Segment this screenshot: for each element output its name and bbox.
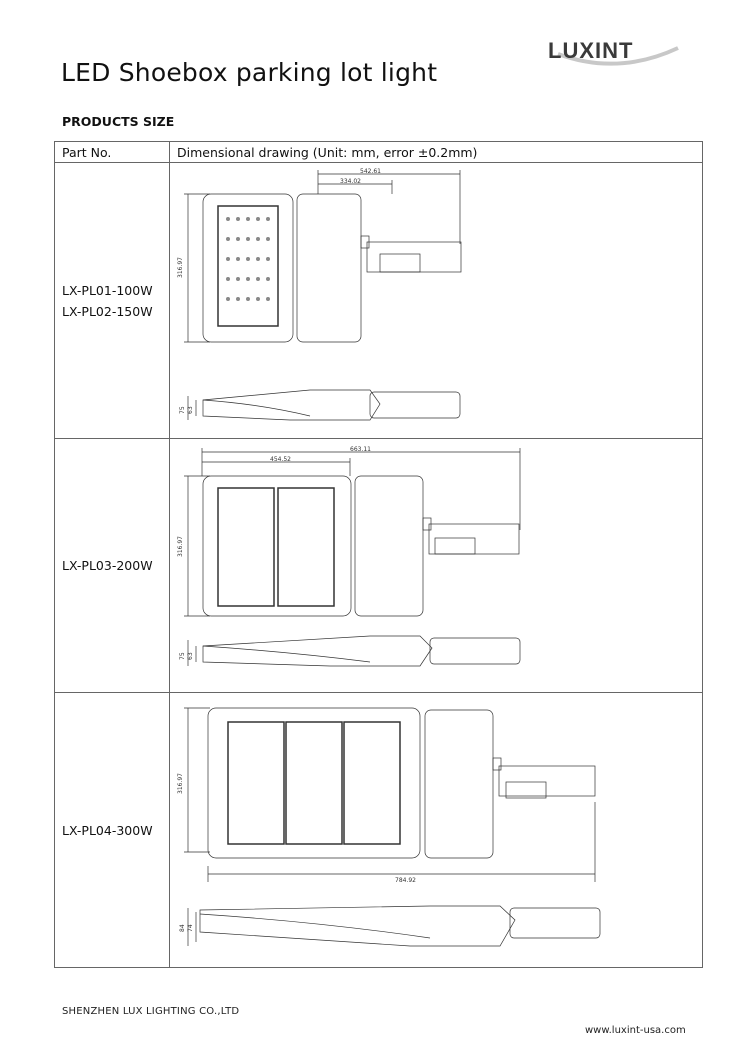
- dim-side1: 75: [179, 652, 186, 660]
- dim-height: 316.97: [177, 772, 184, 793]
- dim-overall: 542.61: [360, 168, 381, 175]
- table-row: LX-PL04-300W: [54, 692, 703, 968]
- part-number: LX-PL01-100W: [62, 282, 153, 298]
- dim-overall: 663.11: [350, 446, 371, 453]
- header-part-no: Part No.: [54, 141, 170, 163]
- dim-body: 334.02: [340, 178, 361, 185]
- drawing-cell: 784.92 316.97 84 74: [169, 692, 703, 968]
- svg-text:LUXINT: LUXINT: [548, 38, 633, 63]
- dim-side1: 75: [179, 406, 186, 414]
- page-title: LED Shoebox parking lot light: [61, 58, 438, 87]
- dim-height: 316.97: [177, 256, 184, 277]
- dim-side2: 63: [187, 406, 194, 414]
- table-row: LX-PL03-200W: [54, 438, 703, 693]
- luxint-logo: LUXINT: [548, 38, 679, 66]
- drawing-cell: 542.61 334.02 316.97 75 63: [169, 162, 703, 439]
- dim-side2: 63: [187, 652, 194, 660]
- drawing-cell: 663.11 454.52 316.97 75 63: [169, 438, 703, 693]
- dim-side2: 74: [187, 924, 194, 932]
- part-number: LX-PL04-300W: [62, 822, 153, 838]
- dimension-drawing-200w: 663.11 454.52 316.97 75 63: [177, 446, 521, 666]
- products-size-table: Part No. Dimensional drawing (Unit: mm, …: [54, 141, 703, 968]
- table-header-row: Part No. Dimensional drawing (Unit: mm, …: [54, 141, 703, 163]
- dimension-drawing-300w: 784.92 316.97 84 74: [177, 707, 601, 946]
- part-number: LX-PL03-200W: [62, 558, 153, 573]
- part-number-cell: LX-PL04-300W: [54, 692, 170, 968]
- footer-company: SHENZHEN LUX LIGHTING CO.,LTD: [62, 1006, 240, 1017]
- part-number-cell: LX-PL03-200W: [54, 438, 170, 693]
- section-subtitle: PRODUCTS SIZE: [62, 114, 175, 129]
- dim-overall: 784.92: [395, 877, 416, 884]
- part-number-cell: LX-PL01-100W LX-PL02-150W: [54, 162, 170, 439]
- part-number: LX-PL02-150W: [62, 303, 153, 319]
- dim-body: 454.52: [270, 456, 291, 463]
- footer-website[interactable]: www.luxint-usa.com: [585, 1025, 686, 1036]
- dimension-drawing-100-150w: 542.61 334.02 316.97 75 63: [177, 168, 462, 420]
- header-dimensional-drawing: Dimensional drawing (Unit: mm, error ±0.…: [169, 141, 703, 163]
- dim-side1: 84: [179, 924, 186, 932]
- dim-height: 316.97: [177, 535, 184, 556]
- table-row: LX-PL01-100W LX-PL02-150W: [54, 162, 703, 439]
